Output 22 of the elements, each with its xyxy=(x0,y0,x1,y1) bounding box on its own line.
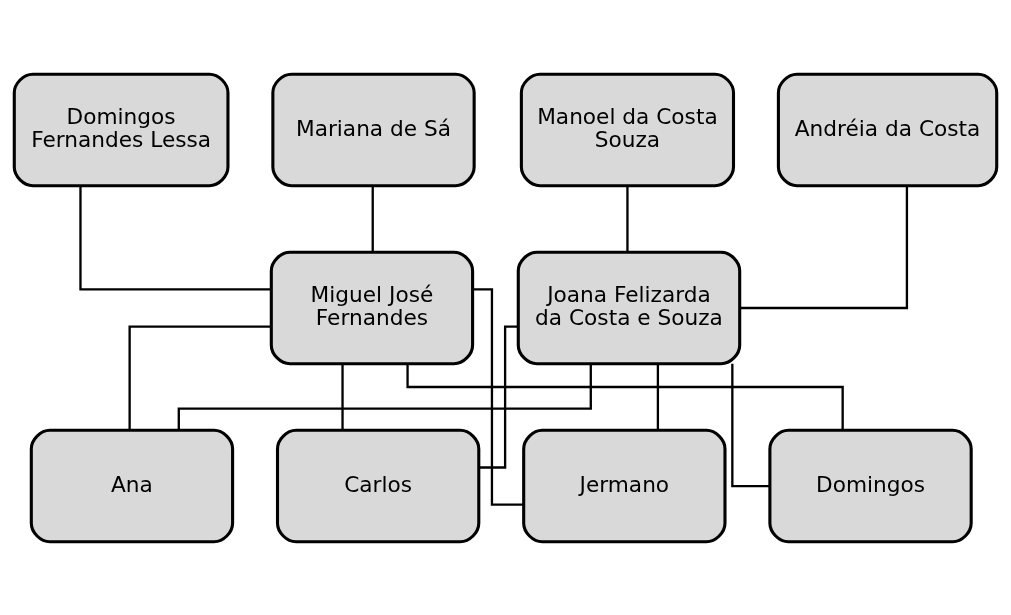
node-box: Ana xyxy=(29,428,235,543)
node-box: Andréia da Costa xyxy=(776,72,999,187)
connector xyxy=(79,185,272,291)
node-box: Manoel da Costa Souza xyxy=(519,72,736,187)
connector xyxy=(656,363,660,430)
node-box: Jermano xyxy=(522,428,727,543)
connector xyxy=(478,324,518,469)
node-box: Miguel José Fernandes xyxy=(269,250,475,365)
connector xyxy=(341,363,344,430)
connector xyxy=(406,363,844,430)
node-box: Domingos Fernandes Lessa xyxy=(12,72,230,187)
node-box: Carlos xyxy=(275,428,481,543)
connector xyxy=(371,185,374,252)
connector xyxy=(731,363,770,487)
node-box: Joana Felizarda da Costa e Souza xyxy=(516,250,742,365)
connector xyxy=(626,185,629,252)
connector xyxy=(177,363,592,430)
connector xyxy=(128,324,272,430)
connector xyxy=(740,185,909,309)
node-box: Domingos xyxy=(768,428,973,543)
node-box: Mariana de Sá xyxy=(271,72,476,187)
connector xyxy=(472,287,524,506)
